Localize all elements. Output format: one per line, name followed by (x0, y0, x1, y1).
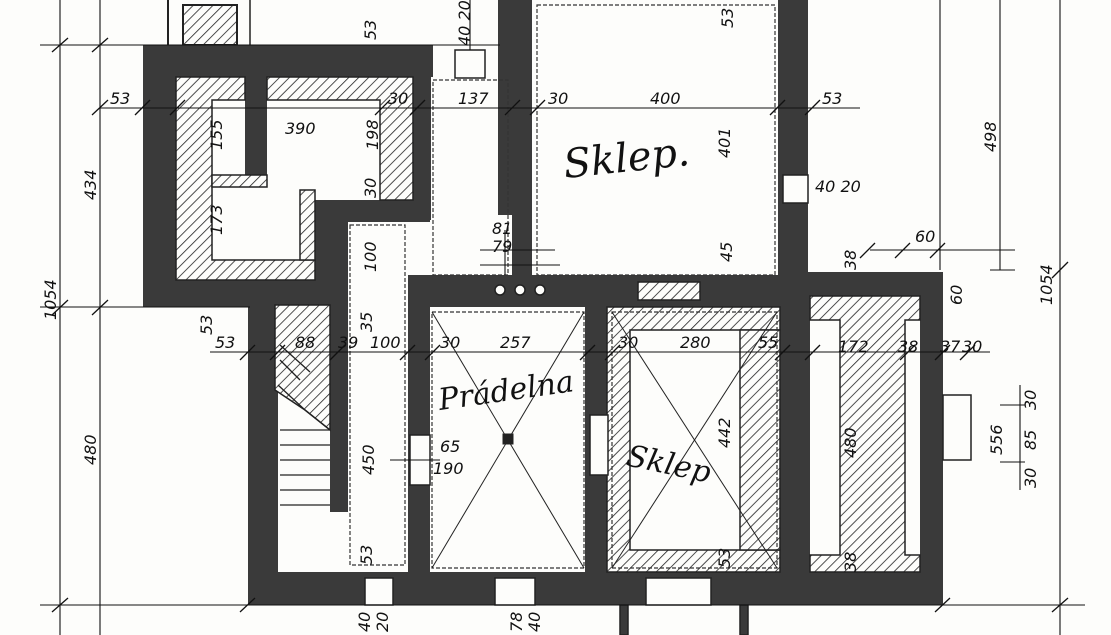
dim-label: 88 (295, 333, 315, 352)
dim-label: 53 (110, 89, 130, 108)
interior-outlines (349, 4, 778, 569)
dim-label: 100 (361, 241, 380, 272)
dim-label: 280 (680, 333, 711, 352)
dim-label: 30 (1021, 390, 1040, 410)
dim-label: 1054 (41, 279, 60, 320)
dim-label: 37 (940, 337, 961, 356)
dim-label: 38 (898, 337, 918, 356)
dim-label: 30 (388, 89, 408, 108)
dim-label: 65 (440, 437, 460, 456)
dim-label: 53 (718, 8, 737, 28)
dimension-lines (40, 0, 1085, 635)
dim-label: 40 20 (455, 0, 474, 46)
vault-diagonals (431, 311, 778, 569)
dim-label: 35 (357, 312, 376, 332)
dim-label: 45 (717, 242, 736, 262)
dim-label: 53 (215, 333, 235, 352)
dim-label: 55 (758, 333, 778, 352)
staircase (277, 344, 331, 506)
dimension-ticks (51, 37, 1069, 613)
dim-label: 434 (81, 169, 100, 200)
hatched-linings (175, 76, 921, 573)
top-structure (167, 0, 251, 46)
dim-label: 480 (841, 427, 860, 458)
dim-label: 60 (915, 227, 935, 246)
dim-label: 81 (492, 219, 512, 238)
dim-label: 53 (715, 548, 734, 568)
dim-label: 100 (370, 333, 401, 352)
dim-label: 137 (458, 89, 489, 108)
dim-label: 401 (715, 127, 734, 158)
dim-label: 60 (947, 285, 966, 305)
dim-label: 20 (373, 612, 392, 632)
dim-label: 198 (363, 119, 382, 150)
dim-label: 38 (841, 552, 860, 572)
walls (143, 0, 943, 605)
dim-label: 190 (433, 459, 464, 478)
dim-label: 30 (618, 333, 638, 352)
dim-label: 78 (507, 612, 526, 632)
dim-label: 390 (285, 119, 316, 138)
dim-label: 40 20 (815, 177, 861, 196)
dim-label: 39 (338, 333, 358, 352)
dim-label: 53 (197, 315, 216, 335)
dim-label: 498 (981, 121, 1000, 152)
dim-label: 442 (715, 417, 734, 448)
dim-label: 172 (838, 337, 869, 356)
dim-label: 53 (357, 545, 376, 565)
dim-label: 1054 (1037, 264, 1056, 305)
dim-label: 30 (548, 89, 568, 108)
dim-label: 38 (841, 250, 860, 270)
dim-label: 79 (492, 237, 512, 256)
dim-label: 30 (361, 178, 380, 198)
dim-label: 53 (822, 89, 842, 108)
dim-label: 30 (440, 333, 460, 352)
dim-label: 40 (525, 612, 544, 632)
dim-label: 400 (650, 89, 681, 108)
dim-label: 480 (81, 434, 100, 465)
dim-label: 85 (1021, 430, 1040, 450)
dim-label: 53 (361, 20, 380, 40)
dim-label: 556 (987, 424, 1006, 455)
dim-label: 40 (355, 612, 374, 632)
dim-label: 450 (359, 444, 378, 475)
dim-label: 30 (1021, 468, 1040, 488)
dim-label: 257 (500, 333, 531, 352)
dim-label: 173 (207, 204, 226, 235)
dim-label: 30 (962, 337, 982, 356)
dim-label: 155 (207, 119, 226, 150)
